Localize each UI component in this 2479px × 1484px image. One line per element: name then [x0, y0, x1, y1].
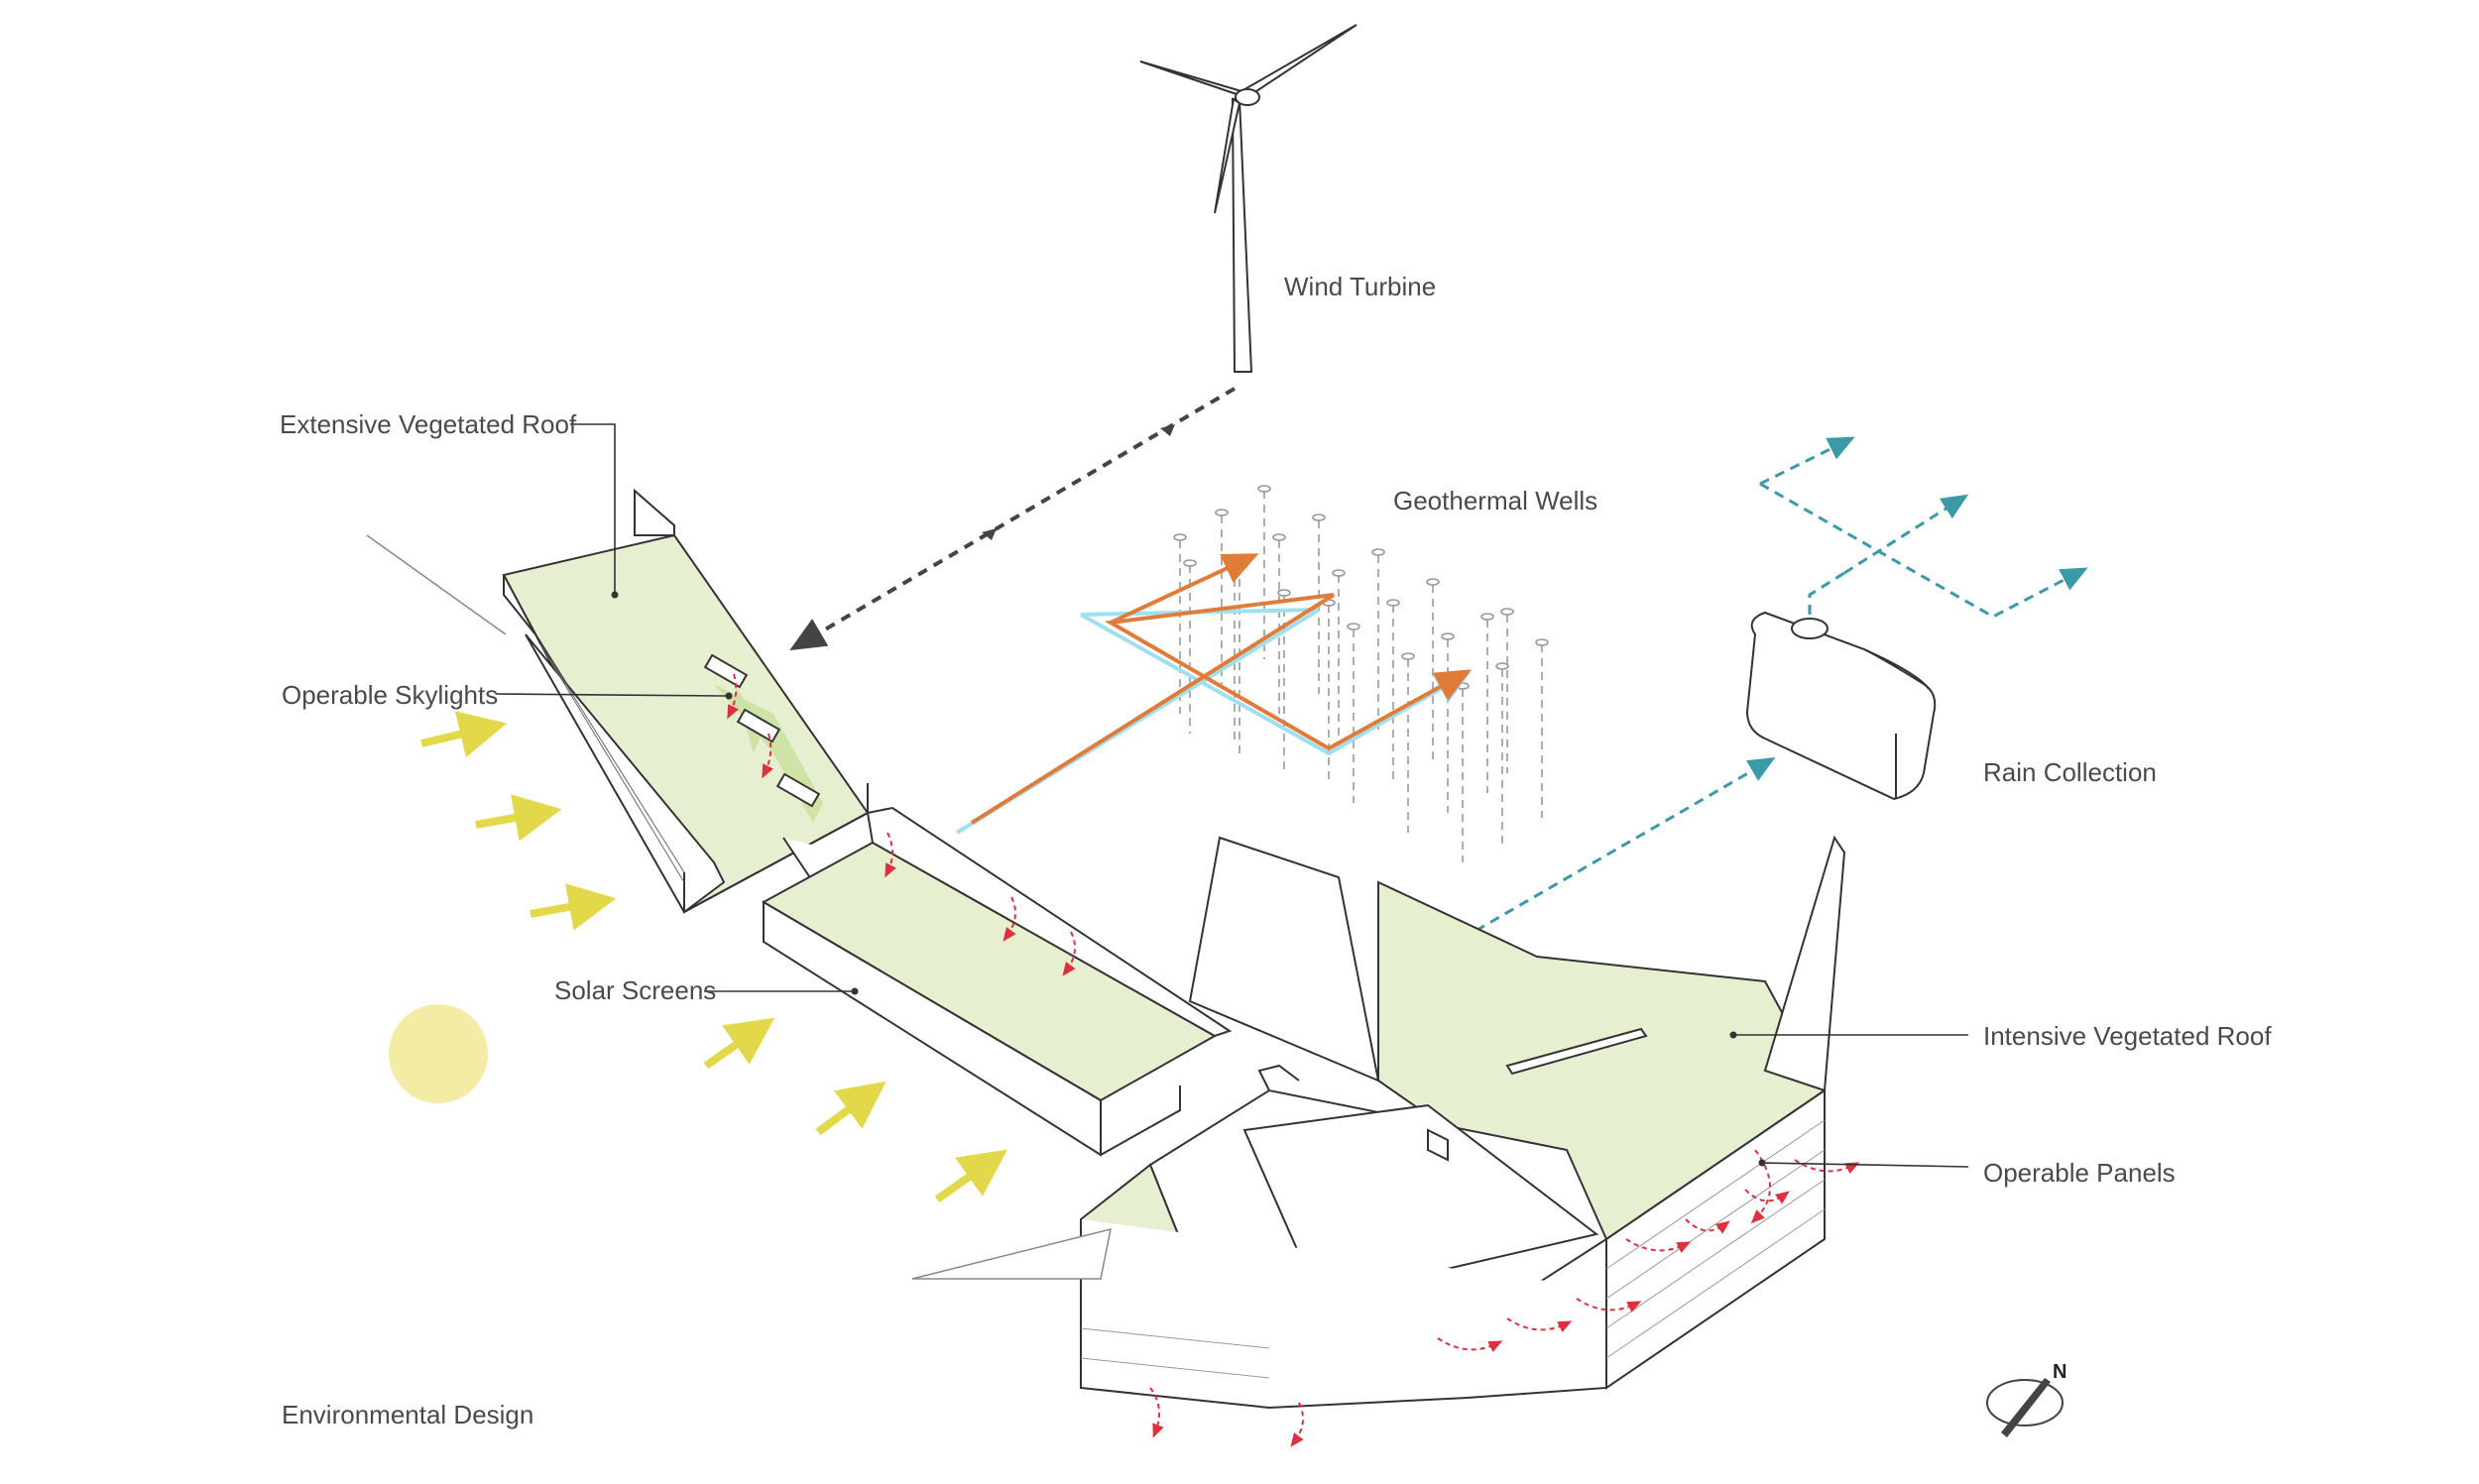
geothermal-loop-orange [970, 553, 1458, 825]
leader-dots [611, 591, 1766, 1167]
rain-pipes [1387, 436, 2088, 983]
north-label: N [2053, 1361, 2066, 1383]
label-solar-screens: Solar Screens [554, 975, 717, 1005]
north-compass-icon: N [1986, 1361, 2066, 1437]
entry-plaza [911, 1227, 1112, 1280]
building-central [1080, 835, 1846, 1410]
power-line [789, 387, 1237, 651]
sun-icon [389, 1004, 488, 1103]
diagram-caption: Environmental Design [282, 1400, 534, 1429]
central-facade-lines [1080, 1119, 1826, 1379]
leader-lines [495, 423, 1969, 1168]
geothermal-wells [1173, 485, 1549, 862]
label-wind-turbine: Wind Turbine [1284, 272, 1437, 301]
sun-rays [420, 711, 1008, 1203]
label-operable-skylights: Operable Skylights [282, 680, 499, 710]
label-operable-panels: Operable Panels [1983, 1158, 2176, 1188]
geothermal-loop-cyan [955, 608, 1458, 835]
label-geothermal-wells: Geothermal Wells [1393, 486, 1598, 515]
rain-tank-icon [1745, 611, 1937, 801]
label-intensive-roof: Intensive Vegetated Roof [1983, 1021, 2272, 1051]
heat-exhaust-arrows [727, 673, 1860, 1447]
wind-turbine-icon [1139, 24, 1358, 373]
label-extensive-roof: Extensive Vegetated Roof [280, 409, 577, 439]
building-wing-solar [761, 806, 1233, 1157]
label-rain-collection: Rain Collection [1983, 757, 2157, 787]
